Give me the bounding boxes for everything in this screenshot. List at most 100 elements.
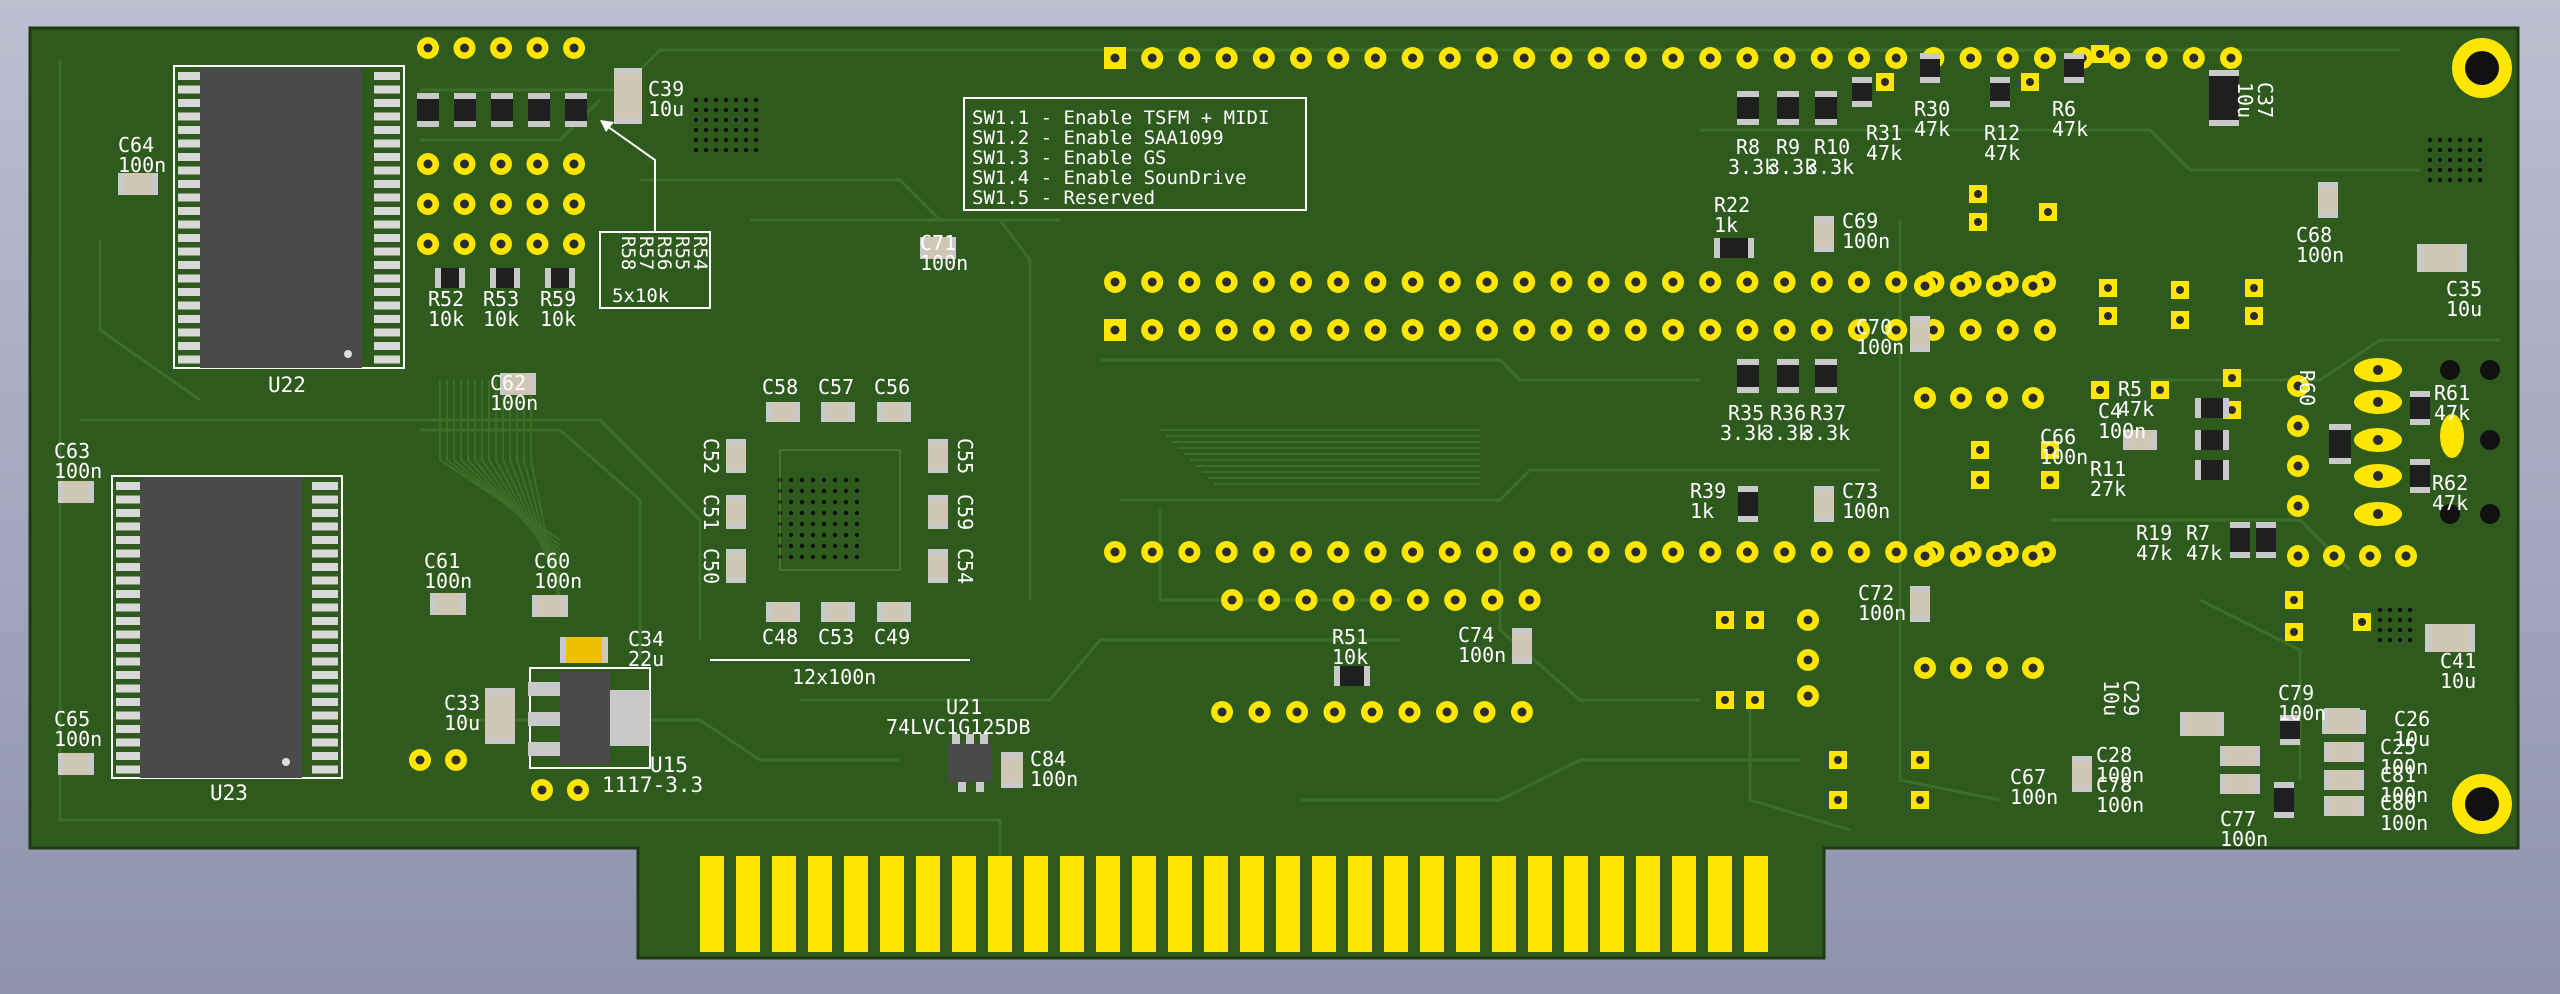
res-array-ref-2: R55 (671, 236, 693, 270)
designator-ref: R11 (2090, 457, 2126, 481)
designator-value: 100n (2380, 811, 2428, 835)
designator-ref: R51 (1332, 625, 1368, 649)
designator-value: 100n (54, 459, 102, 483)
designator-value: 100n (1458, 643, 1506, 667)
ic-u21 (948, 734, 992, 792)
designator-c57: C57 (818, 375, 854, 399)
designator-value: 10u (648, 97, 684, 121)
designator-value: 22u (628, 647, 664, 671)
designator-value: 100n (534, 569, 582, 593)
designator-c54: C54 (953, 548, 977, 584)
designator-value: 100n (54, 727, 102, 751)
designator-ref: C80 (2380, 791, 2416, 815)
switch-line-1: SW1.1 - Enable TSFM + MIDI (972, 107, 1269, 129)
designator-ref: C33 (444, 691, 480, 715)
designator-ref: C65 (54, 707, 90, 731)
designator-ref: R7 (2186, 521, 2210, 545)
u23-label: U23 (210, 781, 248, 805)
designator-ref: C54 (953, 548, 977, 584)
designator-ref: R61 (2434, 381, 2470, 405)
designator-ref: C84 (1030, 747, 1066, 771)
designator-value: 27k (2090, 477, 2126, 501)
designator-ref: C79 (2278, 681, 2314, 705)
switch-line-4: SW1.4 - Enable SounDrive (972, 167, 1247, 189)
designator-ref: R59 (540, 287, 576, 311)
designator-value: 3.3k (1728, 155, 1776, 179)
designator-value: 100n (2278, 701, 2326, 725)
designator-c58: C58 (762, 375, 798, 399)
designator-value: 10k (428, 307, 464, 331)
designator-value: 100n (2220, 827, 2268, 851)
designator-value: 10u (2233, 82, 2257, 118)
designator-value: 3.3k (1762, 421, 1810, 445)
designator-ref: R19 (2136, 521, 2172, 545)
regulator-u15 (528, 667, 651, 769)
designator-ref: R12 (1984, 121, 2020, 145)
designator-c56: C56 (874, 375, 910, 399)
designator-value: 10k (540, 307, 576, 331)
designator-ref: R30 (1914, 97, 1950, 121)
designator-ref: R5 (2118, 377, 2142, 401)
designator-value: 3.3k (1802, 421, 1850, 445)
designator-value: 100n (920, 251, 968, 275)
designator-value: 10u (444, 711, 480, 735)
designator-ref: C64 (118, 133, 154, 157)
switch-info-box: SW1.1 - Enable TSFM + MIDI SW1.2 - Enabl… (963, 97, 1307, 211)
designator-value: 1k (1714, 213, 1738, 237)
designator-value: 47k (2432, 491, 2468, 515)
designator-ref: C72 (1858, 581, 1894, 605)
designator-ref: C39 (648, 77, 684, 101)
designator-value: 10u (2446, 297, 2482, 321)
designator-ref: R8 (1736, 135, 1760, 159)
designator-ref: C48 (762, 625, 798, 649)
designator-c59: C59 (953, 494, 977, 530)
designator-ref: C41 (2440, 649, 2476, 673)
res-array-ref-1: R54 (689, 236, 711, 270)
u15-label: U15 (650, 753, 688, 777)
designator-value: 47k (2136, 541, 2172, 565)
designator-ref: R6 (2052, 97, 2076, 121)
designator-ref: R53 (483, 287, 519, 311)
designator-value: 100n (1856, 335, 1904, 359)
designator-ref: C70 (1856, 315, 1892, 339)
designator-ref: C81 (2380, 763, 2416, 787)
designator-value: 47k (2118, 397, 2154, 421)
designator-r8: R83.3k (1728, 135, 1776, 179)
designator-ref: C58 (762, 375, 798, 399)
mounting-hole-top-right (2452, 38, 2512, 98)
designator-value: 100n (490, 391, 538, 415)
designator-ref: C73 (1842, 479, 1878, 503)
designator-value: 100n (1842, 229, 1890, 253)
designator-ref: R22 (1714, 193, 1750, 217)
designator-value: 47k (2186, 541, 2222, 565)
switch-line-2: SW1.2 - Enable SAA1099 (972, 127, 1224, 149)
designator-c51: C51 (699, 494, 723, 530)
bga-footprint (779, 449, 901, 571)
designator-ref: C59 (953, 494, 977, 530)
designator-value: 100n (2380, 755, 2428, 779)
designator-value: 10k (483, 307, 519, 331)
